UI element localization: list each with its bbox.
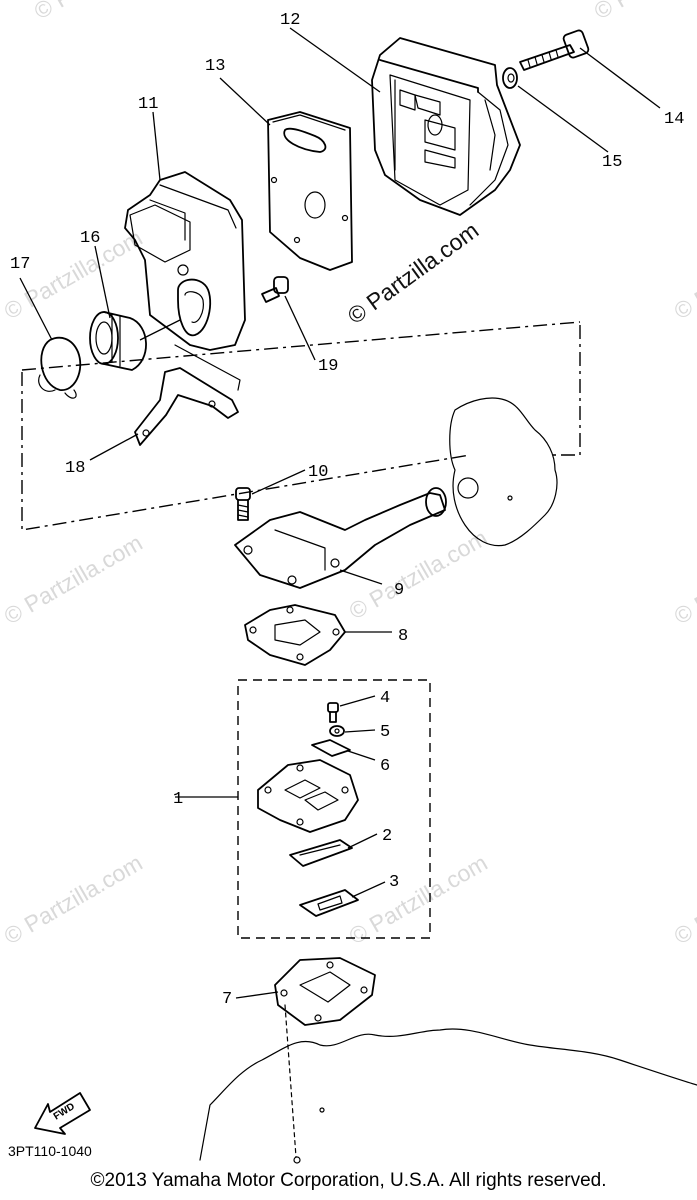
part-4-screw (327, 702, 339, 723)
callout-15: 15 (602, 153, 622, 172)
callout-labels: 11 12 13 14 15 16 17 18 19 10 9 8 4 5 6 … (10, 11, 684, 1009)
callout-6: 6 (380, 757, 390, 776)
watermark-text: © Partzilla.com (0, 849, 147, 949)
diagram-code: 3PT110-1040 (8, 1143, 92, 1159)
watermark-text: © Partzilla.com (0, 529, 147, 629)
reed-valve-assembly-box (237, 679, 431, 939)
callout-9: 9 (394, 581, 404, 600)
watermark-text: © Partzilla.com (0, 224, 147, 324)
watermark-text: © Partzilla.com (670, 224, 697, 324)
copyright-notice: ©2013 Yamaha Motor Corporation, U.S.A. A… (90, 1170, 607, 1191)
part-7-gasket (274, 957, 376, 1026)
leader-lines (19, 27, 661, 999)
callout-1: 1 (173, 790, 183, 809)
part-10-bolt (235, 487, 251, 521)
watermark-main: © Partzilla.com (343, 217, 484, 329)
part-14-bolt (519, 29, 590, 71)
engine-outline-right (449, 397, 558, 547)
callout-17: 17 (10, 255, 30, 274)
watermark-text: © Partzilla.com (345, 524, 492, 624)
part-3-reed (299, 889, 359, 917)
callout-12: 12 (280, 11, 300, 30)
part-17-clamp (38, 336, 82, 399)
watermark-text: © Partzilla.com (30, 0, 177, 24)
part-12-silencer-case (371, 37, 521, 216)
callout-14: 14 (664, 110, 684, 129)
part-15-washer (502, 67, 518, 89)
fwd-arrow-icon: FWD (34, 1092, 91, 1135)
engine-outline-bottom (199, 1004, 697, 1164)
callout-3: 3 (389, 873, 399, 892)
callout-4: 4 (380, 689, 390, 708)
part-19-screw (261, 276, 289, 303)
callout-11: 11 (138, 95, 158, 114)
callout-18: 18 (65, 459, 85, 478)
watermark-text: © Partzilla.com (590, 0, 697, 24)
callout-13: 13 (205, 57, 225, 76)
watermark-text: © Partzilla.com (670, 529, 697, 629)
callout-8: 8 (398, 627, 408, 646)
part-13-filter-element (267, 111, 353, 271)
part-2-reed (289, 839, 353, 867)
callout-2: 2 (382, 827, 392, 846)
part-5-washer (329, 725, 345, 737)
part-6-stopper (311, 739, 351, 757)
callout-5: 5 (380, 723, 390, 742)
part-11-silencer-cap (124, 171, 246, 351)
callout-19: 19 (318, 357, 338, 376)
callout-16: 16 (80, 229, 100, 248)
part-9-joint (234, 487, 447, 589)
part-18-bracket (134, 344, 241, 446)
watermark-text: © Partzilla.com (345, 849, 492, 949)
callout-7: 7 (222, 990, 232, 1009)
assembly-boundary (21, 321, 581, 531)
watermark-text: © Partzilla.com (670, 849, 697, 949)
part-1-valve-body (257, 759, 359, 833)
part-16-duct (89, 311, 147, 371)
callout-10: 10 (308, 463, 328, 482)
part-8-gasket (244, 604, 346, 666)
